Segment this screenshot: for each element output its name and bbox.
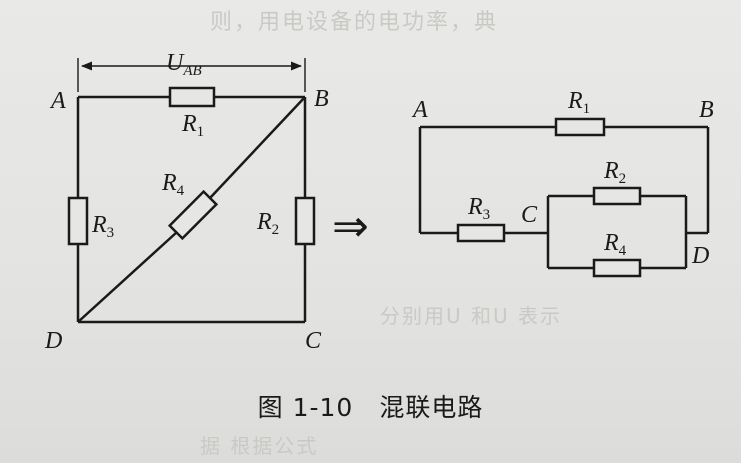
node-c-left: C: [305, 328, 322, 354]
label-r1-left: R1: [181, 111, 204, 140]
node-a-left: A: [49, 88, 66, 114]
label-r4-right: R4: [603, 230, 627, 259]
resistor-r4-left: [167, 189, 219, 241]
label-r3-right: R3: [467, 194, 490, 223]
label-r4-left: R4: [161, 170, 185, 199]
wire-r4-d: [77, 231, 178, 323]
resistor-r3-right: [456, 223, 506, 243]
resistor-r2-right: [592, 186, 642, 206]
bleed-through-text-top: 则，用电设备的电功率，典: [210, 10, 499, 35]
node-d-left: D: [44, 328, 62, 354]
label-r3-left: R3: [91, 212, 114, 241]
resistor-r1-right: [554, 117, 606, 137]
resistor-r2-left: [294, 196, 316, 246]
node-c-right: C: [521, 202, 538, 228]
bleed-through-text-bottom: 据 根据公式: [200, 434, 319, 458]
node-b-right: B: [699, 97, 714, 123]
node-b-left: B: [314, 86, 329, 112]
node-d-right: D: [691, 243, 709, 269]
right-circuit: [418, 117, 710, 278]
figure-caption: 图 1-10 混联电路: [0, 388, 741, 424]
resistor-r1-left: [168, 86, 216, 108]
wire-b-r4: [209, 96, 306, 199]
transform-arrow-icon: ⇒: [332, 201, 369, 252]
label-r1-right: R1: [567, 88, 590, 117]
figure-number: 图 1-10: [257, 393, 354, 422]
left-circuit: [67, 58, 316, 324]
figure-title: 混联电路: [379, 393, 484, 422]
label-r2-left: R2: [256, 209, 279, 238]
node-a-right: A: [411, 97, 428, 123]
resistor-r4-right: [592, 258, 642, 278]
bleed-through-text-middle: 分别用U 和U 表示: [380, 304, 562, 328]
voltage-label: UAB: [166, 50, 202, 79]
label-r2-right: R2: [603, 158, 626, 187]
resistor-r3-left: [67, 196, 89, 246]
